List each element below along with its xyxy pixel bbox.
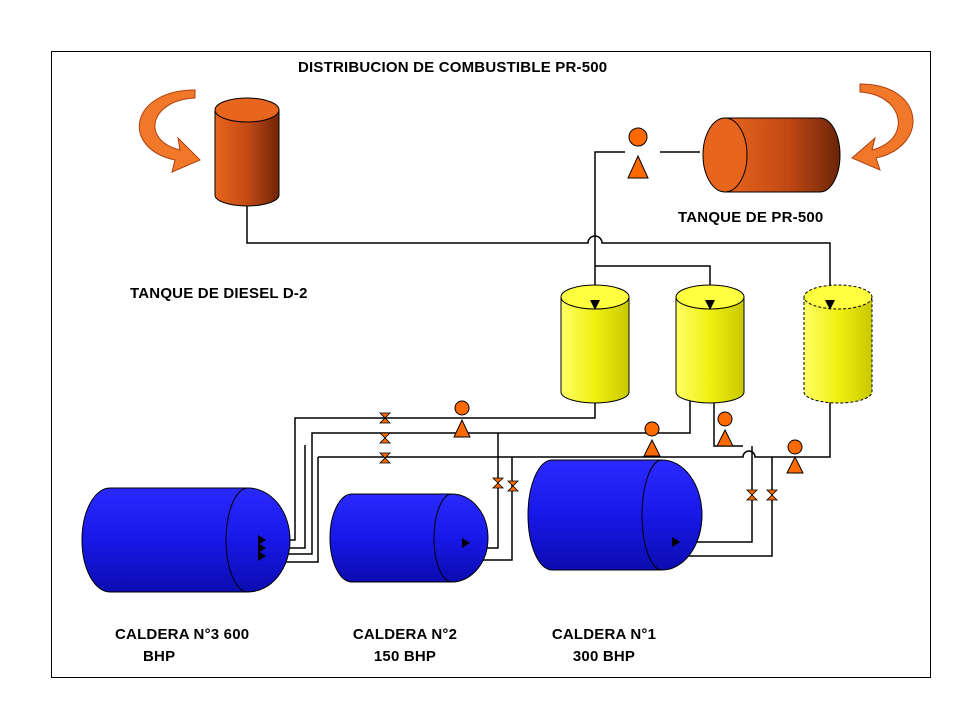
boiler-3-label: CALDERA N°3 600 BHP xyxy=(115,624,249,668)
day-tank-1 xyxy=(560,284,630,404)
diesel-tank-label: TANQUE DE DIESEL D-2 xyxy=(130,285,308,302)
boiler1-feed xyxy=(678,446,753,543)
boiler-1-label: CALDERA N°1 300 BHP xyxy=(543,624,665,668)
pump-icon xyxy=(786,439,804,474)
pump-icon xyxy=(716,411,734,447)
rotate-arrow-icon xyxy=(138,89,201,173)
day-tank-2 xyxy=(675,284,745,404)
pump-icon xyxy=(643,421,661,457)
boiler-2-name: CALDERA N°2 xyxy=(352,626,458,643)
boiler-3 xyxy=(81,487,291,593)
day-tank-3 xyxy=(803,284,873,404)
diesel-tank xyxy=(214,97,280,207)
header-pipe xyxy=(318,392,831,458)
boiler-2-label: CALDERA N°2 150 BHP xyxy=(344,624,466,668)
pump-icon xyxy=(627,127,649,179)
pr500-supply-pipe xyxy=(594,151,625,300)
diagram-title: DISTRIBUCION DE COMBUSTIBLE PR-500 xyxy=(298,59,608,76)
pump-icon xyxy=(453,400,471,438)
boiler-1 xyxy=(527,459,703,571)
boiler-3-power: BHP xyxy=(143,648,176,665)
flow-arrow-icon xyxy=(258,535,680,561)
flow-arrow-icon xyxy=(590,300,835,310)
boiler-2 xyxy=(329,493,489,583)
boiler-1-name: CALDERA N°1 xyxy=(551,626,657,643)
boiler-2-power: 150 BHP xyxy=(373,648,437,665)
valve-icon xyxy=(379,412,778,501)
boiler-1-power: 300 BHP xyxy=(572,648,636,665)
pr500-tank xyxy=(702,117,841,193)
rotate-arrow-icon xyxy=(851,83,914,171)
boiler-3-name: CALDERA N°3 600 xyxy=(115,626,250,643)
pr500-tank-label: TANQUE DE PR-500 xyxy=(678,209,824,226)
boiler3-feed-b xyxy=(265,392,691,555)
